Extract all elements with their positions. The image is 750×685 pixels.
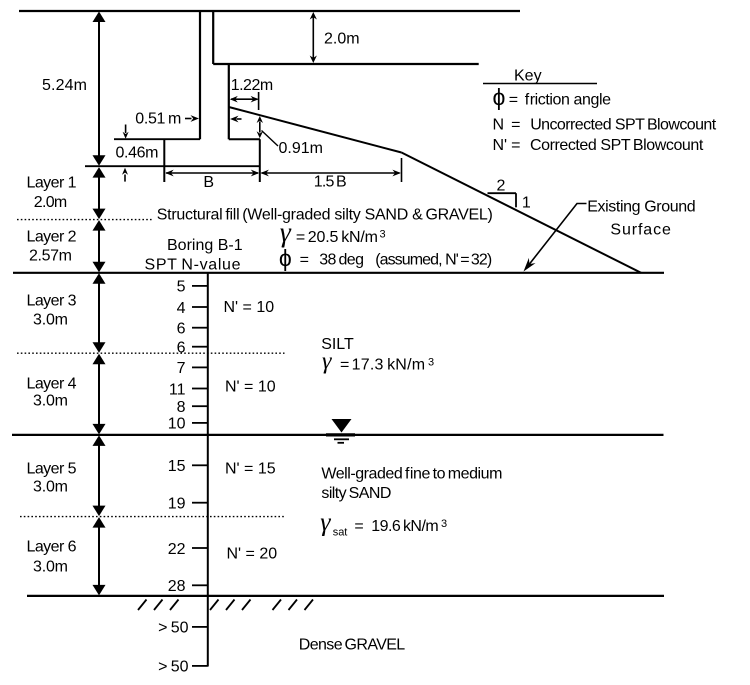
svg-text:N' = 20: N' = 20	[227, 546, 278, 563]
svg-text:3.0m: 3.0m	[33, 479, 68, 496]
svg-text:Layer 6: Layer 6	[27, 539, 77, 556]
svg-text:15: 15	[168, 458, 186, 475]
svg-text:2: 2	[497, 178, 506, 195]
svg-text:=: =	[354, 518, 363, 535]
svg-text:5: 5	[177, 279, 186, 296]
svg-text:22: 22	[168, 541, 186, 558]
svg-text:N: N	[493, 116, 505, 133]
svg-text:20.5 kN/m: 20.5 kN/m	[308, 229, 378, 246]
svg-text:=: =	[296, 229, 305, 246]
svg-text:Layer 1: Layer 1	[27, 175, 77, 192]
svg-text:8: 8	[177, 399, 186, 416]
svg-text:N': N'	[493, 137, 508, 154]
svg-text:ϕ: ϕ	[279, 245, 292, 271]
svg-text:7: 7	[177, 360, 186, 377]
svg-text:1.22m: 1.22m	[231, 77, 274, 94]
svg-text:4: 4	[177, 300, 186, 317]
svg-text:> 50: > 50	[158, 659, 188, 676]
svg-text:Layer 2: Layer 2	[27, 229, 77, 246]
svg-text:28: 28	[168, 578, 186, 595]
svg-text:17.3 kN/m: 17.3 kN/m	[352, 357, 426, 374]
svg-text:γ: γ	[322, 349, 332, 375]
svg-text:19.6 kN/m: 19.6 kN/m	[371, 518, 439, 535]
svg-text:=: =	[300, 252, 309, 269]
svg-text:Layer 3: Layer 3	[27, 293, 77, 310]
svg-text:=: =	[511, 137, 520, 154]
svg-text:Well-graded f ine to medium: Well-graded f ine to medium	[321, 466, 502, 483]
svg-text:Surface: Surface	[610, 222, 671, 239]
svg-text:Key: Key	[514, 68, 542, 85]
svg-text:38 deg: 38 deg	[319, 252, 364, 269]
svg-text:(assumed, N' = 32): (assumed, N' = 32)	[375, 252, 492, 269]
svg-text:> 50: > 50	[158, 620, 188, 637]
svg-text:1.5 B: 1.5 B	[314, 174, 347, 191]
svg-text:γ: γ	[280, 218, 292, 249]
svg-text:3: 3	[428, 356, 434, 368]
svg-text:5.24m: 5.24m	[42, 77, 87, 94]
svg-text:1: 1	[522, 195, 531, 212]
svg-text:2.0m: 2.0m	[324, 31, 360, 48]
svg-text:Structural fill (Well-graded s: Structural fill (Well-graded silty SAND …	[157, 207, 493, 224]
svg-text:SILT: SILT	[321, 336, 354, 353]
svg-text:Layer 5: Layer 5	[27, 461, 77, 478]
svg-text:19: 19	[168, 496, 186, 513]
svg-text:sat: sat	[333, 527, 348, 539]
svg-text:N' = 15: N' = 15	[225, 461, 276, 478]
svg-text:N' = 10: N' = 10	[224, 299, 275, 316]
svg-text:3.0m: 3.0m	[33, 312, 68, 329]
svg-text:0.91m: 0.91m	[279, 140, 323, 157]
svg-text:=: =	[511, 116, 520, 133]
svg-text:B: B	[203, 174, 214, 191]
svg-text:3: 3	[380, 228, 386, 240]
svg-text:Corrected SPT Blowcount: Corrected SPT Blowcount	[530, 137, 704, 154]
svg-text:Existing Ground: Existing Ground	[587, 199, 696, 216]
svg-text:11: 11	[169, 381, 186, 398]
svg-text:ϕ: ϕ	[493, 84, 506, 110]
svg-text:10: 10	[168, 416, 186, 433]
svg-text:6: 6	[177, 321, 186, 338]
svg-text:0.46m: 0.46m	[116, 144, 159, 161]
svg-text:SPT N-value: SPT N-value	[145, 257, 241, 274]
svg-text:6: 6	[177, 340, 186, 357]
svg-text:Uncorrected SPT Blowcount: Uncorrected SPT Blowcount	[530, 116, 717, 133]
svg-text:Boring B-1: Boring B-1	[167, 237, 243, 254]
svg-text:Layer 4: Layer 4	[27, 376, 77, 393]
svg-text:2.0m: 2.0m	[34, 194, 68, 211]
svg-text:Dense GRAVEL: Dense GRAVEL	[299, 637, 405, 654]
svg-text:=: =	[340, 357, 349, 374]
svg-text:3: 3	[441, 518, 447, 530]
svg-text:f riction angle: f riction angle	[525, 92, 611, 109]
svg-text:N' = 10: N' = 10	[225, 379, 276, 396]
svg-text:0.51 m: 0.51 m	[135, 111, 181, 128]
svg-text:silty SAND: silty SAND	[321, 485, 391, 502]
svg-text:3.0m: 3.0m	[33, 559, 68, 576]
svg-text:3.0m: 3.0m	[33, 393, 68, 410]
svg-text:γ: γ	[320, 508, 331, 537]
svg-text:2.57m: 2.57m	[29, 248, 72, 265]
svg-text:=: =	[509, 92, 518, 109]
